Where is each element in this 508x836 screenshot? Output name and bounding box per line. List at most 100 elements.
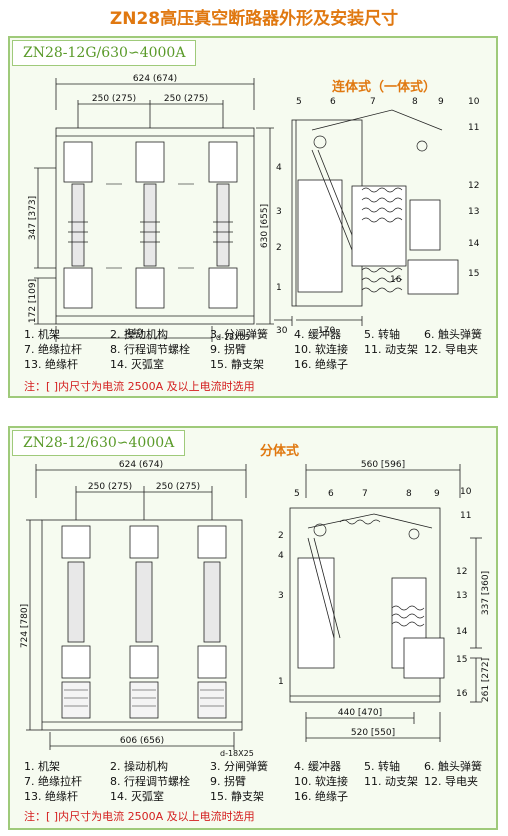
callout-15: 15: [456, 655, 467, 665]
dimension-note: 注：[ ]内尺寸为电流 2500A 及以上电流时选用: [24, 810, 255, 823]
legend-item: 2. 操动机构: [110, 328, 168, 341]
dim-overall-width: 624 (674): [119, 460, 163, 470]
type-label: 连体式（一体式）: [332, 80, 437, 95]
model-label: ZN28-12G/630∽4000A: [12, 40, 197, 66]
pole-3: [208, 141, 238, 309]
dim-side-base-2: 520 [550]: [351, 728, 395, 738]
dim-overall-width: 624 (674): [133, 74, 177, 84]
legend-item: 15. 静支架: [210, 790, 264, 803]
pole-2: [135, 141, 165, 309]
legend-item: 13. 绝缘杆: [24, 358, 78, 371]
section-integrated: ZN28-12G/630∽4000A 连体式（一体式）: [8, 36, 498, 398]
dim-pole-spacing-1: 250 (275): [92, 94, 136, 104]
callout-8: 8: [412, 97, 418, 107]
dim-base-width: 606 (656): [120, 736, 164, 746]
dim-pole-spacing-2: 250 (275): [156, 482, 200, 492]
callout-3: 3: [278, 591, 284, 601]
pole-1: [63, 141, 93, 309]
callout-12: 12: [456, 567, 467, 577]
dim-height-upper: 347 [373]: [28, 196, 38, 240]
callout-12: 12: [468, 181, 479, 191]
callout-14: 14: [468, 239, 480, 249]
section-separate: ZN28-12/630∽4000A 分体式: [8, 426, 498, 830]
side-view-drawing: 30 170 1 2 3 4 5 6 7 8 9 10 11 12 13 14 …: [274, 97, 480, 336]
dim-mount-holes: d-18X25: [216, 333, 250, 342]
legend-item: 10. 软连接: [294, 775, 348, 788]
callout-9: 9: [434, 489, 440, 499]
callout-13: 13: [468, 207, 479, 217]
legend-item: 8. 行程调节螺栓: [110, 775, 190, 788]
legend-item: 6. 触头弹簧: [424, 760, 482, 773]
callout-3: 3: [276, 207, 282, 217]
callout-1: 1: [276, 283, 282, 293]
pole-2: [129, 525, 159, 719]
callout-16: 16: [456, 689, 468, 699]
legend-item: 1. 机架: [24, 760, 60, 773]
callout-2: 2: [278, 531, 284, 541]
legend-item: 13. 绝缘杆: [24, 790, 78, 803]
callout-1: 1: [278, 677, 284, 687]
legend-item: 14. 灭弧室: [110, 790, 164, 803]
legend-item: 11. 动支架: [364, 775, 418, 788]
dim-side-depth: 170: [318, 326, 335, 336]
page-title: ZN28高压真空断路器外形及安装尺寸: [109, 9, 399, 29]
dim-side-height: 337 [360]: [481, 571, 491, 615]
callout-7: 7: [362, 489, 368, 499]
pole-1: [61, 525, 91, 719]
legend-item: 3. 分闸弹簧: [210, 760, 268, 773]
legend-item: 9. 拐臂: [210, 343, 246, 356]
legend-item: 8. 行程调节螺栓: [110, 343, 190, 356]
callout-5: 5: [296, 97, 302, 107]
callout-14: 14: [456, 627, 468, 637]
legend-item: 16. 绝缘子: [294, 358, 348, 371]
callout-8: 8: [406, 489, 412, 499]
legend-item: 15. 静支架: [210, 358, 264, 371]
callout-13: 13: [456, 591, 467, 601]
dim-height-total: 630 [655]: [260, 204, 270, 248]
legend-item: 2. 操动机构: [110, 760, 168, 773]
callout-15: 15: [468, 269, 479, 279]
model-label: ZN28-12/630∽4000A: [12, 430, 186, 456]
legend-item: 4. 缓冲器: [294, 328, 341, 341]
dim-offset-30: 30: [276, 326, 288, 336]
legend-item: 12. 导电夹: [424, 775, 478, 788]
dim-pole-spacing-1: 250 (275): [88, 482, 132, 492]
callout-7: 7: [370, 97, 376, 107]
legend-item: 14. 灭弧室: [110, 358, 164, 371]
dim-height-total: 724 [780]: [20, 604, 30, 648]
dim-side-base-1: 440 [470]: [338, 708, 382, 718]
type-label: 分体式: [260, 444, 300, 459]
legend-item: 1. 机架: [24, 328, 60, 341]
legend-item: 5. 转轴: [364, 760, 400, 773]
legend-item: 7. 绝缘拉杆: [24, 775, 82, 788]
front-view-drawing: 624 (674) 250 (275) 250 (275) 440 d-18X2…: [28, 74, 274, 342]
legend-item: 10. 软连接: [294, 343, 348, 356]
callout-11: 11: [460, 511, 471, 521]
callout-6: 6: [330, 97, 336, 107]
callout-10: 10: [468, 97, 480, 107]
callout-16: 16: [390, 275, 402, 285]
legend-item: 3. 分闸弹簧: [210, 328, 268, 341]
dim-mount-holes: d-18X25: [220, 749, 254, 758]
dim-height-lower: 172 [109]: [28, 279, 38, 323]
dim-side-lower: 261 [272]: [481, 658, 491, 702]
legend-item: 16. 绝缘子: [294, 790, 348, 803]
callout-5: 5: [294, 489, 300, 499]
callout-2: 2: [276, 243, 282, 253]
legend-item: 7. 绝缘拉杆: [24, 343, 82, 356]
legend-item: 11. 动支架: [364, 343, 418, 356]
callout-11: 11: [468, 123, 479, 133]
legend-item: 9. 拐臂: [210, 775, 246, 788]
callout-4: 4: [276, 163, 282, 173]
legend-item: 5. 转轴: [364, 328, 400, 341]
pole-3: [197, 525, 227, 719]
callout-9: 9: [438, 97, 444, 107]
dim-pole-spacing-2: 250 (275): [164, 94, 208, 104]
legend-item: 12. 导电夹: [424, 343, 478, 356]
dimension-note: 注：[ ]内尺寸为电流 2500A 及以上电流时选用: [24, 380, 255, 393]
callout-6: 6: [328, 489, 334, 499]
front-view-drawing: 624 (674) 250 (275) 250 (275) 724 [780] …: [20, 460, 254, 758]
callout-10: 10: [460, 487, 472, 497]
dim-base-width: 440: [125, 328, 142, 338]
callout-4: 4: [278, 551, 284, 561]
